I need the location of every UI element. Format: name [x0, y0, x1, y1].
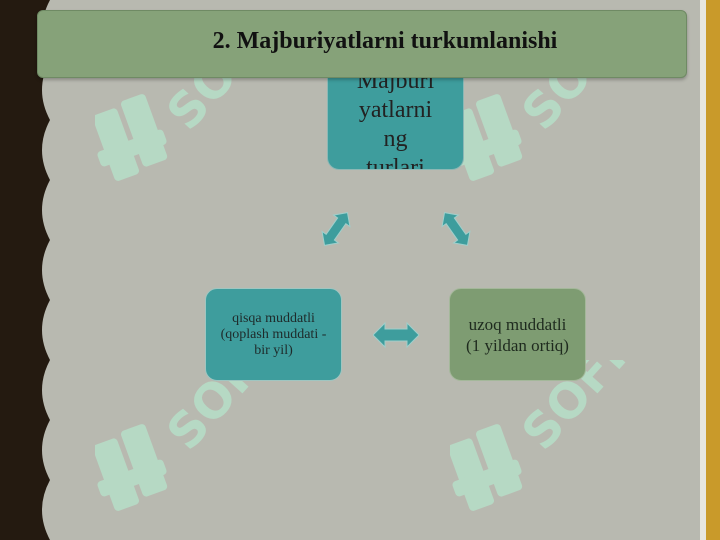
slide-title: 2. Majburiyatlarni turkumlanishi: [212, 27, 558, 54]
node-top-line: yatlarni: [358, 97, 433, 123]
node-top-line: ng: [383, 126, 408, 152]
node-right-label: uzoq muddatli (1 yildan ortiq): [466, 314, 569, 355]
node-top-line: turlari: [366, 155, 425, 170]
left-decorative-band: [0, 0, 50, 540]
double-arrow-icon: [321, 212, 351, 246]
title-bar: 2. Majburiyatlarni turkumlanishi: [37, 10, 687, 78]
watermark-logo: SOFF: [95, 360, 285, 511]
right-decorative-band: [700, 0, 720, 540]
node-left-label: qisqa muddatli (qoplash muddati - bir yi…: [220, 310, 327, 358]
diagram-node-right: uzoq muddatli (1 yildan ortiq): [449, 288, 586, 381]
double-arrow-icon: [373, 321, 419, 349]
node-top-text: Majburi yatlarni ng turlari: [357, 67, 434, 170]
double-arrow-icon: [441, 212, 471, 246]
watermark-logo: SOFF: [450, 360, 640, 511]
diagram-node-left: qisqa muddatli (qoplash muddati - bir yi…: [205, 288, 342, 381]
